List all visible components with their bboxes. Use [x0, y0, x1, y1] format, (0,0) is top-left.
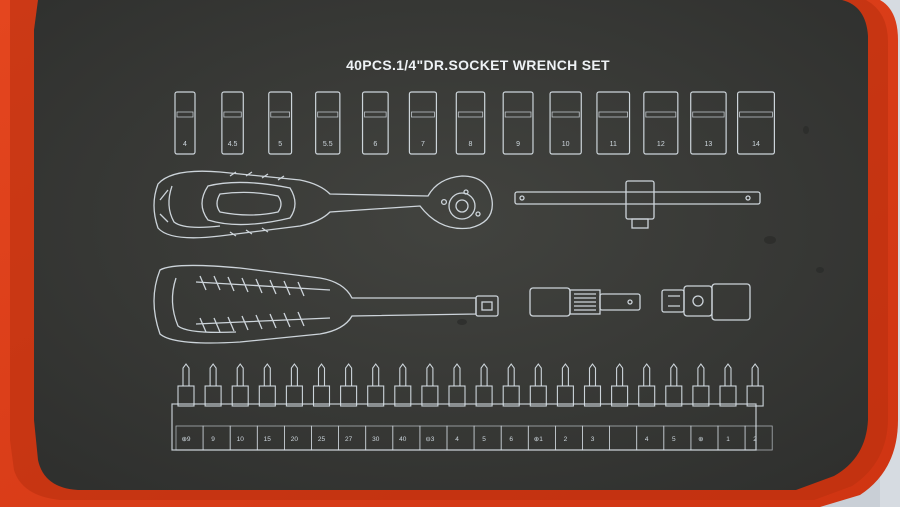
socket-size-label: 11 [610, 141, 617, 148]
bit-size-label: 20 [291, 436, 299, 443]
bit-size-label: 40 [399, 436, 407, 443]
socket-size-label: 8 [469, 141, 473, 148]
foam-marks [457, 126, 824, 325]
socket-size-label: 7 [421, 141, 425, 148]
bit-size-label: ⊖3 [425, 436, 434, 443]
socket-slot: 8 [455, 91, 486, 155]
bit-size-label: 2 [753, 436, 757, 443]
bit-size-label: 30 [372, 436, 380, 443]
bit-slot: 5 [663, 363, 692, 451]
socket-size-label: 4.5 [228, 141, 238, 148]
bit-size-label: 6 [509, 436, 513, 443]
bit-size-label: ⊕1 [534, 436, 543, 443]
bit-size-label: 4 [455, 436, 459, 443]
socket-slot: 5 [268, 91, 293, 155]
socket-size-label: 12 [657, 141, 665, 148]
bit-size-label: 1 [726, 436, 730, 443]
bit-adapter-icon [529, 287, 641, 317]
bit-size-label: 10 [237, 436, 245, 443]
bit-slot: 2 [744, 363, 773, 451]
bit-driver-icon [153, 264, 499, 344]
bit-size-label: ⊕9 [181, 436, 190, 443]
socket-size-label: 9 [516, 141, 520, 148]
bit-size-label: 4 [645, 436, 649, 443]
socket-slot: 5.5 [315, 91, 341, 155]
foam-tray [34, 0, 868, 490]
bit-size-label: 27 [345, 436, 353, 443]
bit-size-label: 15 [264, 436, 272, 443]
socket-size-label: 4 [183, 141, 187, 148]
bit-slot: ⊕1 [527, 363, 556, 451]
socket-slot: 12 [643, 91, 679, 155]
socket-size-label: 10 [562, 141, 570, 148]
socket-slot: 13 [690, 91, 727, 155]
bit-size-label: 25 [318, 436, 326, 443]
socket-size-label: 13 [705, 141, 713, 148]
socket-size-label: 6 [373, 141, 377, 148]
socket-size-label: 5.5 [323, 141, 333, 148]
socket-slot: 9 [502, 91, 534, 155]
socket-size-label: 5 [278, 141, 282, 148]
extension-bar-icon [514, 180, 761, 229]
set-title: 40PCS.1/4"DR.SOCKET WRENCH SET [346, 57, 610, 73]
bit-size-label: 5 [482, 436, 486, 443]
bit-size-label: 3 [591, 436, 595, 443]
socket-slot: 11 [596, 91, 631, 155]
bit-size-label: ⊕ [698, 436, 704, 443]
socket-size-label: 14 [752, 141, 760, 148]
universal-joint-icon [661, 283, 751, 321]
bit-size-label: 5 [672, 436, 676, 443]
bit-size-label: 2 [564, 436, 568, 443]
socket-row: 4 4.5 5 5.5 6 7 8 9 10 11 12 13 14 [174, 91, 775, 155]
socket-slot: 4 [174, 91, 196, 155]
socket-slot: 10 [549, 91, 582, 155]
socket-slot: 4.5 [221, 91, 244, 155]
socket-slot: 6 [361, 91, 389, 155]
bit-size-label: 9 [211, 436, 215, 443]
ratchet-icon [153, 170, 493, 239]
socket-slot: 14 [736, 91, 775, 155]
socket-slot: 7 [408, 91, 438, 155]
